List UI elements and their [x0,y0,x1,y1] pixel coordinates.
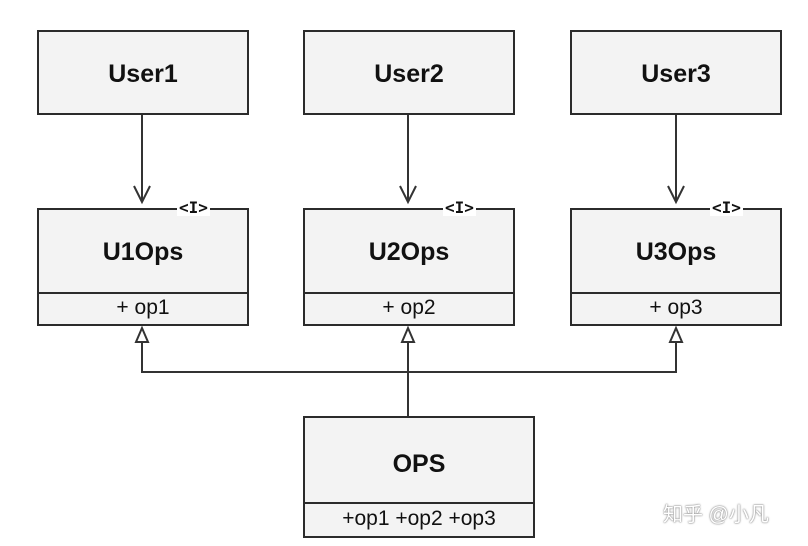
u1ops-title: U1Ops [102,238,184,266]
u3ops-operation: + op3 [572,292,780,324]
u2ops-interface-stereotype: <I> [443,198,476,217]
u2ops-interface: U2Ops + op2 [303,208,515,326]
user1-box: User1 [37,30,249,115]
user2-title: User2 [374,60,444,88]
realization-triangle-3 [668,325,684,343]
user1-title: User1 [108,60,178,88]
arrowhead-1 [133,185,151,205]
u2ops-operation: + op2 [305,292,513,324]
u2ops-title: U2Ops [368,238,450,266]
ops-title: OPS [392,450,446,478]
u1ops-operation: + op1 [39,292,247,324]
u3ops-interface: U3Ops + op3 [570,208,782,326]
u1ops-interface-stereotype: <I> [177,198,210,217]
user3-box: User3 [570,30,782,115]
watermark: 知乎 @小凡 [663,504,769,526]
user2-box: User2 [303,30,515,115]
arrowhead-3 [667,185,685,205]
u1ops-interface: U1Ops + op1 [37,208,249,326]
arrowhead-2 [399,185,417,205]
u3ops-interface-stereotype: <I> [710,198,743,217]
realization-branch [141,340,677,373]
realization-triangle-1 [134,325,150,343]
realization-triangle-2 [400,325,416,343]
ops-operations: +op1 +op2 +op3 [305,502,533,536]
user3-title: User3 [641,60,711,88]
u3ops-title: U3Ops [635,238,717,266]
ops-class-box: OPS +op1 +op2 +op3 [303,416,535,538]
